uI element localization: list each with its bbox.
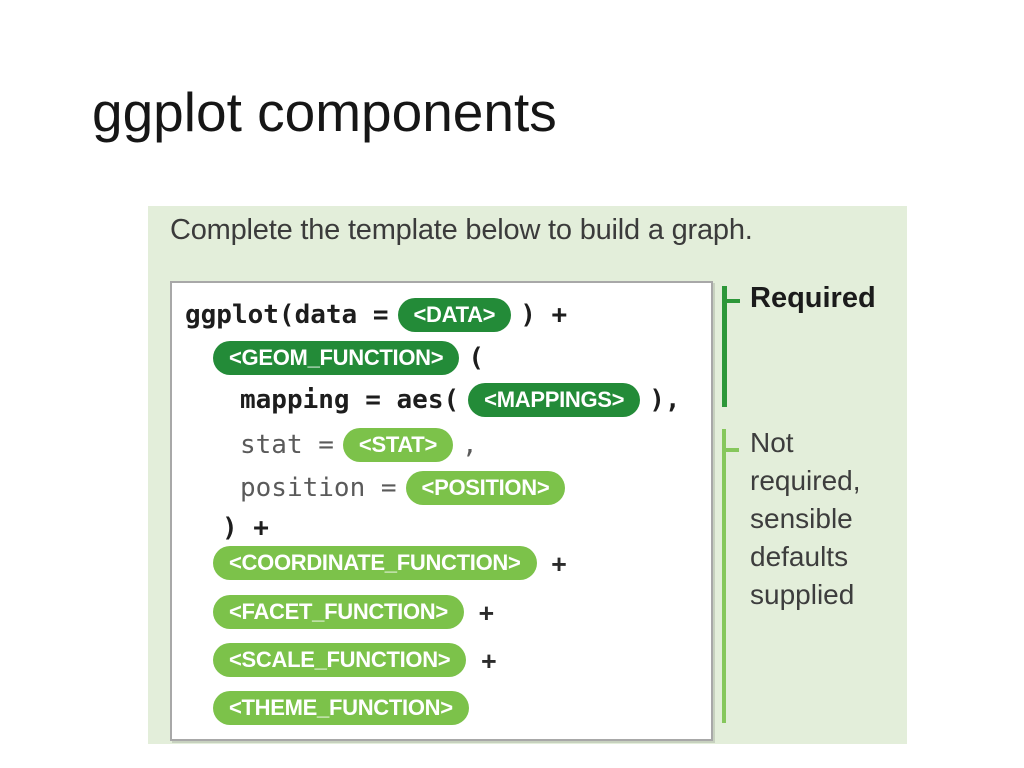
required-bracket-line bbox=[722, 286, 727, 407]
code-pill: <FACET_FUNCTION> bbox=[213, 595, 464, 629]
code-text: ( bbox=[468, 343, 484, 373]
code-line: ) + bbox=[222, 510, 269, 546]
optional-bracket-line bbox=[722, 429, 726, 723]
code-pill: <SCALE_FUNCTION> bbox=[213, 643, 467, 677]
code-text: + bbox=[551, 548, 567, 578]
code-text: mapping = aes( bbox=[240, 385, 460, 415]
code-pill: <GEOM_FUNCTION> bbox=[213, 341, 460, 375]
cheatsheet-panel: Complete the template below to build a g… bbox=[148, 206, 907, 744]
code-text: + bbox=[478, 597, 494, 627]
code-text: position = bbox=[240, 473, 397, 503]
code-pill: <COORDINATE_FUNCTION> bbox=[213, 546, 537, 580]
code-text: ggplot(data = bbox=[185, 300, 389, 330]
code-line: <SCALE_FUNCTION> + bbox=[213, 642, 496, 678]
code-line: stat = <STAT>, bbox=[240, 427, 478, 463]
code-pill: <DATA> bbox=[397, 298, 512, 332]
code-line: <GEOM_FUNCTION> ( bbox=[213, 340, 484, 376]
code-text: ) + bbox=[222, 513, 269, 543]
code-pill: <POSITION> bbox=[405, 471, 566, 505]
code-line: <COORDINATE_FUNCTION> + bbox=[213, 545, 567, 581]
code-template-box: ggplot(data = <DATA> ) + <GEOM_FUNCTION> ( ma… bbox=[170, 281, 713, 741]
panel-heading: Complete the template below to build a g… bbox=[170, 214, 753, 246]
code-text: ), bbox=[649, 385, 681, 415]
code-line: <THEME_FUNCTION> bbox=[213, 690, 469, 726]
required-label: Required bbox=[750, 282, 876, 314]
code-text: + bbox=[481, 645, 497, 675]
code-pill: <MAPPINGS> bbox=[468, 383, 641, 417]
code-line: <FACET_FUNCTION> + bbox=[213, 594, 494, 630]
code-text: stat = bbox=[240, 430, 334, 460]
page-title: ggplot components bbox=[92, 81, 557, 143]
code-line: mapping = aes( <MAPPINGS>), bbox=[240, 382, 681, 418]
code-line: position = <POSITION> bbox=[240, 470, 566, 506]
optional-label: Not required, sensible defaults supplied bbox=[750, 427, 861, 610]
required-bracket-tick bbox=[727, 299, 740, 303]
code-text: , bbox=[462, 430, 478, 460]
optional-bracket-tick bbox=[726, 448, 739, 452]
code-text: ) + bbox=[520, 300, 568, 330]
code-line: ggplot(data = <DATA> ) + bbox=[185, 297, 567, 333]
code-pill: <THEME_FUNCTION> bbox=[213, 691, 469, 725]
code-pill: <STAT> bbox=[342, 428, 453, 462]
